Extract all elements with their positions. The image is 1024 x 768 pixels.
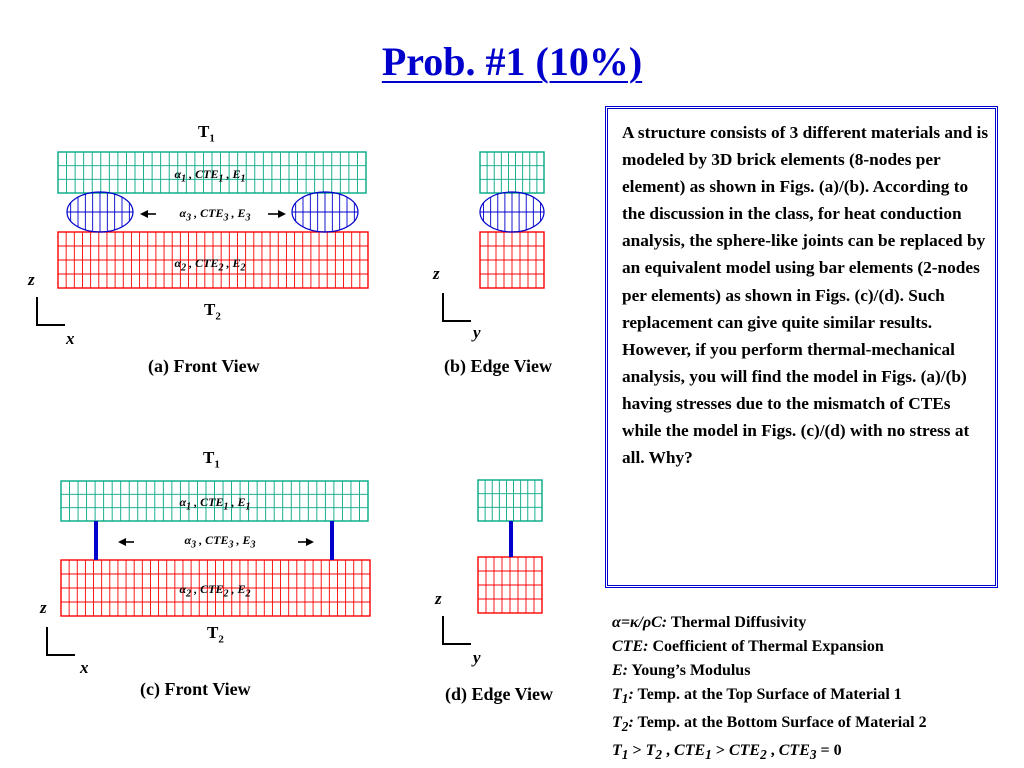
problem-description-box: A structure consists of 3 different mate…	[605, 106, 998, 588]
material1-block-b-lines	[480, 152, 544, 193]
arrow-right-c-head	[306, 538, 314, 546]
caption-d: (d) Edge View	[445, 684, 553, 704]
axis-z-label-a: z	[28, 270, 35, 289]
t1-label-a: T1	[198, 122, 215, 145]
arrow-left-c-head	[118, 538, 126, 546]
material1-block-d-lines	[478, 480, 542, 521]
material1-block-d-border	[477, 479, 543, 522]
axes-c	[46, 627, 75, 656]
material2-label-c: α2 , CTE2 , E2	[179, 582, 251, 600]
material2-block-b	[479, 231, 545, 289]
legend-row-t1: T1: Temp. at the Top Surface of Material…	[612, 686, 902, 707]
axes-a	[36, 297, 65, 326]
material1-block-c-border	[60, 480, 369, 522]
t1-label-c: T1	[203, 448, 220, 471]
material2-block-a-border	[57, 231, 369, 289]
material1-label-a: α1 , CTE1 , E1	[174, 167, 246, 185]
legend-row-cte: CTE: Coefficient of Thermal Expansion	[612, 638, 884, 655]
material1-block-a-lines	[58, 152, 366, 193]
axis-x-label-a: x	[66, 329, 75, 348]
symbol-legend: α=κ/ρC: Thermal Diffusivity CTE: Coeffic…	[612, 611, 927, 768]
joint-left-a	[66, 191, 134, 233]
axes-d	[442, 616, 471, 645]
material1-block-d	[477, 479, 543, 522]
arrow-right-a-head	[278, 210, 286, 218]
material1-block-b-border	[479, 151, 545, 194]
material1-block-b	[479, 151, 545, 194]
joint-b	[479, 191, 545, 233]
material2-block-c-border	[60, 559, 371, 617]
caption-c: (c) Front View	[140, 679, 251, 699]
axis-y-label-d: y	[473, 648, 481, 667]
legend-row-alpha: α=κ/ρC: Thermal Diffusivity	[612, 614, 807, 631]
axis-z-label-b: z	[433, 264, 440, 283]
material1-block-a-border	[57, 151, 367, 194]
legend-row-t2: T2: Temp. at the Bottom Surface of Mater…	[612, 714, 927, 735]
axis-z-label-d: z	[435, 589, 442, 608]
material1-block-a	[57, 151, 367, 194]
material2-block-b-lines	[480, 232, 544, 288]
caption-b: (b) Edge View	[444, 356, 552, 376]
material2-label-a: α2 , CTE2 , E2	[174, 256, 246, 274]
joint-right-a	[291, 191, 359, 233]
material2-block-d	[477, 556, 543, 614]
material2-block-c-lines	[61, 560, 370, 616]
material3-label-c: α3 , CTE3 , E3	[184, 533, 256, 551]
t2-label-a: T2	[204, 300, 221, 323]
problem-description-text: A structure consists of 3 different mate…	[622, 123, 989, 468]
legend-row-e: E: Young’s Modulus	[612, 662, 751, 679]
caption-a: (a) Front View	[148, 356, 260, 376]
material2-block-a	[57, 231, 369, 289]
material2-block-c	[60, 559, 371, 617]
page-title: Prob. #1 (10%)	[381, 39, 643, 84]
material1-label-c: α1 , CTE1 , E1	[179, 495, 251, 513]
axis-x-label-c: x	[80, 658, 89, 677]
arrow-left-a-head	[140, 210, 148, 218]
material2-block-d-lines	[478, 557, 542, 613]
material1-block-c	[60, 480, 369, 522]
material2-block-a-lines	[58, 232, 368, 288]
axis-z-label-c: z	[40, 598, 47, 617]
axis-y-label-b: y	[473, 323, 481, 342]
material1-block-c-lines	[61, 481, 368, 521]
axes-b	[442, 293, 471, 322]
t2-label-c: T2	[207, 623, 224, 646]
material3-label-a: α3 , CTE3 , E3	[179, 206, 251, 224]
legend-row-relations: T1 > T2 , CTE1 > CTE2 , CTE3 = 0	[612, 742, 842, 763]
